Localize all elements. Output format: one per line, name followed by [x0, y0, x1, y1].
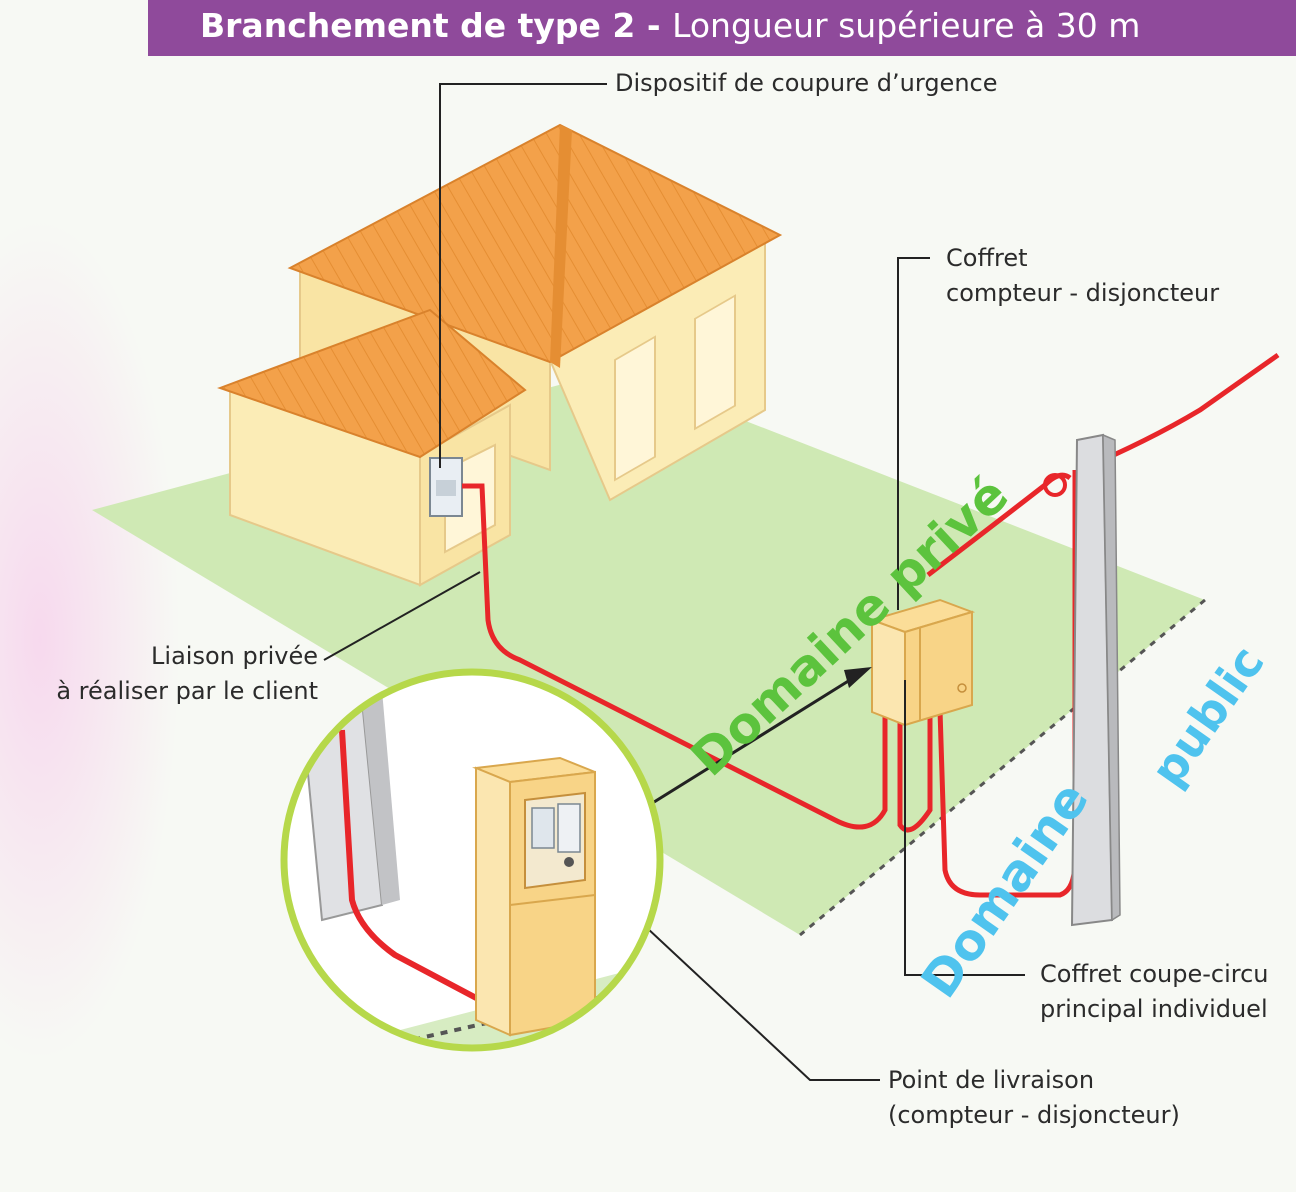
label-meter-box: Coffret compteur - disjoncteur	[946, 241, 1219, 311]
magnifier-inset-circle	[280, 668, 664, 1052]
utility-pole-icon	[1070, 433, 1121, 927]
label-fuse-box-line2: principal individuel	[1040, 995, 1268, 1023]
label-meter-box-line2: compteur - disjoncteur	[946, 279, 1220, 307]
domain-boundary-line	[799, 598, 1206, 937]
label-fuse-box-line1: Coffret coupe-circu	[1040, 960, 1269, 988]
meter-cabinet-icon	[868, 598, 976, 727]
house-illustration	[217, 123, 783, 587]
title-bar: Branchement de type 2 - Longueur supérie…	[148, 0, 1296, 56]
label-private-link-line1: Liaison privée	[151, 642, 318, 670]
label-private-link-line2: à réaliser par le client	[56, 677, 318, 705]
label-emergency-cutoff: Dispositif de coupure d’urgence	[615, 69, 998, 97]
title-regular: Longueur supérieure à 30 m	[672, 6, 1141, 45]
label-meter-box-line1: Coffret	[946, 244, 1028, 272]
label-delivery-point-line1: Point de livraison	[888, 1066, 1095, 1094]
label-private-link: Liaison privée à réaliser par le client	[18, 639, 318, 709]
label-fuse-box: Coffret coupe-circu principal individuel	[1040, 957, 1296, 1027]
label-delivery-point: Point de livraison (compteur - disjoncte…	[888, 1063, 1180, 1133]
leader-lines	[323, 83, 1025, 1081]
title-bold: Branchement de type 2 -	[200, 6, 673, 45]
background-glow	[0, 220, 180, 1060]
private-cable	[462, 483, 888, 830]
label-delivery-point-line2: (compteur - disjoncteur)	[888, 1101, 1180, 1129]
